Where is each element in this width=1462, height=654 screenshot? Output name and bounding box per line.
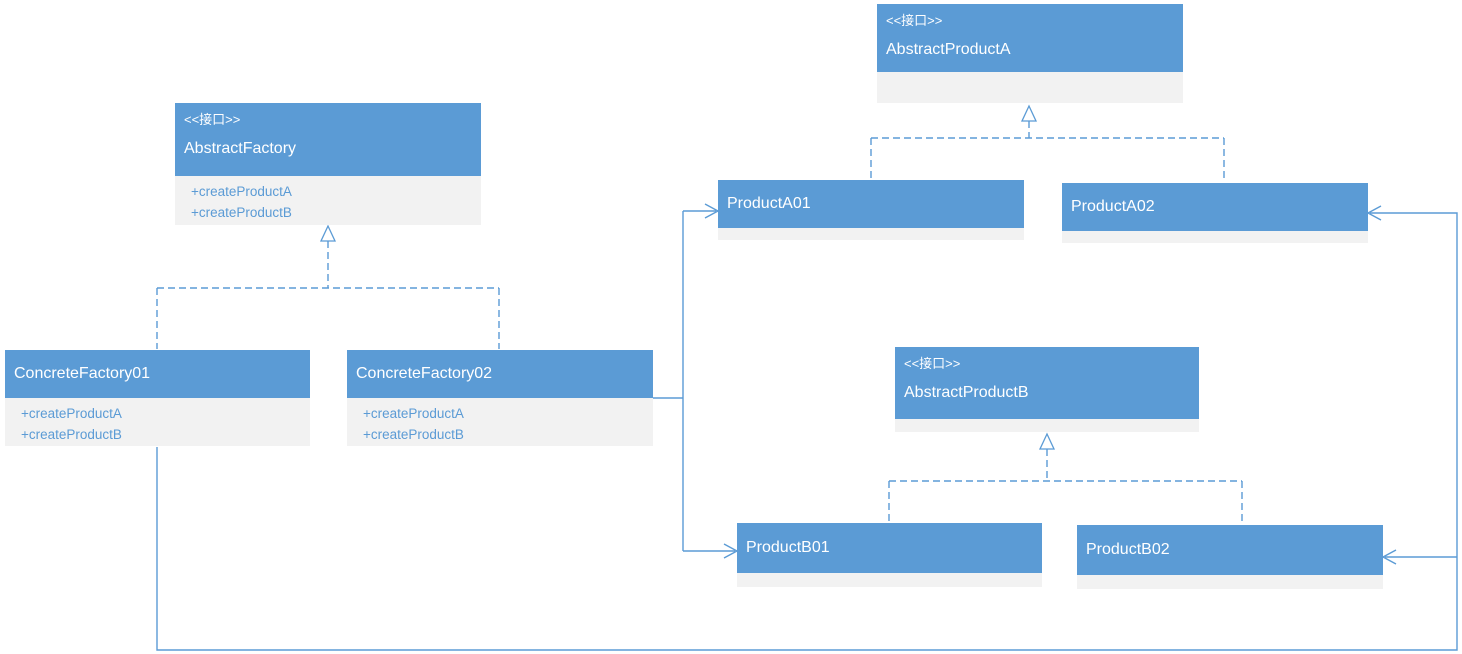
- class-concrete-factory-01[interactable]: ConcreteFactory01 +createProductA +creat…: [5, 350, 310, 446]
- method-label: +createProductB: [21, 427, 122, 442]
- class-body: +createProductA +createProductB: [175, 176, 481, 225]
- realization-products-a-to-abstractproducta: [870, 104, 1225, 182]
- class-concrete-factory-02[interactable]: ConcreteFactory02 +createProductA +creat…: [347, 350, 653, 446]
- class-header: ConcreteFactory01: [5, 350, 310, 398]
- class-body: [895, 419, 1199, 432]
- open-arrowhead-icon: [1366, 205, 1382, 221]
- hollow-triangle-arrow-icon: [319, 224, 337, 242]
- class-name: ConcreteFactory01: [14, 365, 151, 382]
- class-name: ProductA01: [727, 195, 811, 212]
- class-product-a02[interactable]: ProductA02: [1062, 183, 1368, 243]
- stereotype-label: <<接口>>: [886, 13, 943, 28]
- method-label: +createProductA: [191, 184, 292, 199]
- class-name: ProductB01: [746, 539, 830, 556]
- class-body: [1077, 575, 1383, 589]
- realization-concretefactories-to-abstractfactory: [156, 224, 500, 349]
- stereotype-label: <<接口>>: [184, 112, 241, 127]
- class-header: ProductA02: [1062, 183, 1368, 231]
- class-body: +createProductA +createProductB: [347, 398, 653, 446]
- class-header: ConcreteFactory02: [347, 350, 653, 398]
- method-label: +createProductA: [363, 406, 464, 421]
- method-label: +createProductA: [21, 406, 122, 421]
- class-body: [877, 72, 1183, 103]
- class-header: <<接口>> AbstractFactory: [175, 103, 481, 176]
- class-name: AbstractProductA: [886, 41, 1011, 58]
- class-header: ProductB01: [737, 523, 1042, 573]
- class-header: <<接口>> AbstractProductA: [877, 4, 1183, 72]
- class-name: AbstractFactory: [184, 140, 297, 157]
- class-abstract-factory[interactable]: <<接口>> AbstractFactory +createProductA +…: [175, 103, 481, 225]
- open-arrowhead-icon: [1381, 549, 1397, 565]
- hollow-triangle-arrow-icon: [1020, 104, 1038, 122]
- class-product-b01[interactable]: ProductB01: [737, 523, 1042, 587]
- class-abstract-product-b[interactable]: <<接口>> AbstractProductB: [895, 347, 1199, 432]
- class-header: ProductA01: [718, 180, 1024, 228]
- association-concretefactory01-to-producta02-productb02: [156, 205, 1458, 651]
- class-abstract-product-a[interactable]: <<接口>> AbstractProductA: [877, 4, 1183, 103]
- class-body: +createProductA +createProductB: [5, 398, 310, 446]
- realization-products-b-to-abstractproductb: [888, 432, 1243, 524]
- class-name: ConcreteFactory02: [356, 365, 493, 382]
- class-name: AbstractProductB: [904, 384, 1029, 401]
- hollow-triangle-arrow-icon: [1038, 432, 1056, 450]
- association-concretefactory02-to-producta01-productb01: [653, 203, 739, 559]
- method-label: +createProductB: [191, 205, 292, 220]
- stereotype-label: <<接口>>: [904, 356, 961, 371]
- class-header: ProductB02: [1077, 525, 1383, 575]
- class-name: ProductA02: [1071, 198, 1155, 215]
- class-body: [737, 573, 1042, 587]
- class-name: ProductB02: [1086, 541, 1170, 558]
- class-product-a01[interactable]: ProductA01: [718, 180, 1024, 240]
- class-body: [1062, 231, 1368, 243]
- class-body: [718, 228, 1024, 240]
- class-header: <<接口>> AbstractProductB: [895, 347, 1199, 419]
- method-label: +createProductB: [363, 427, 464, 442]
- class-product-b02[interactable]: ProductB02: [1077, 525, 1383, 589]
